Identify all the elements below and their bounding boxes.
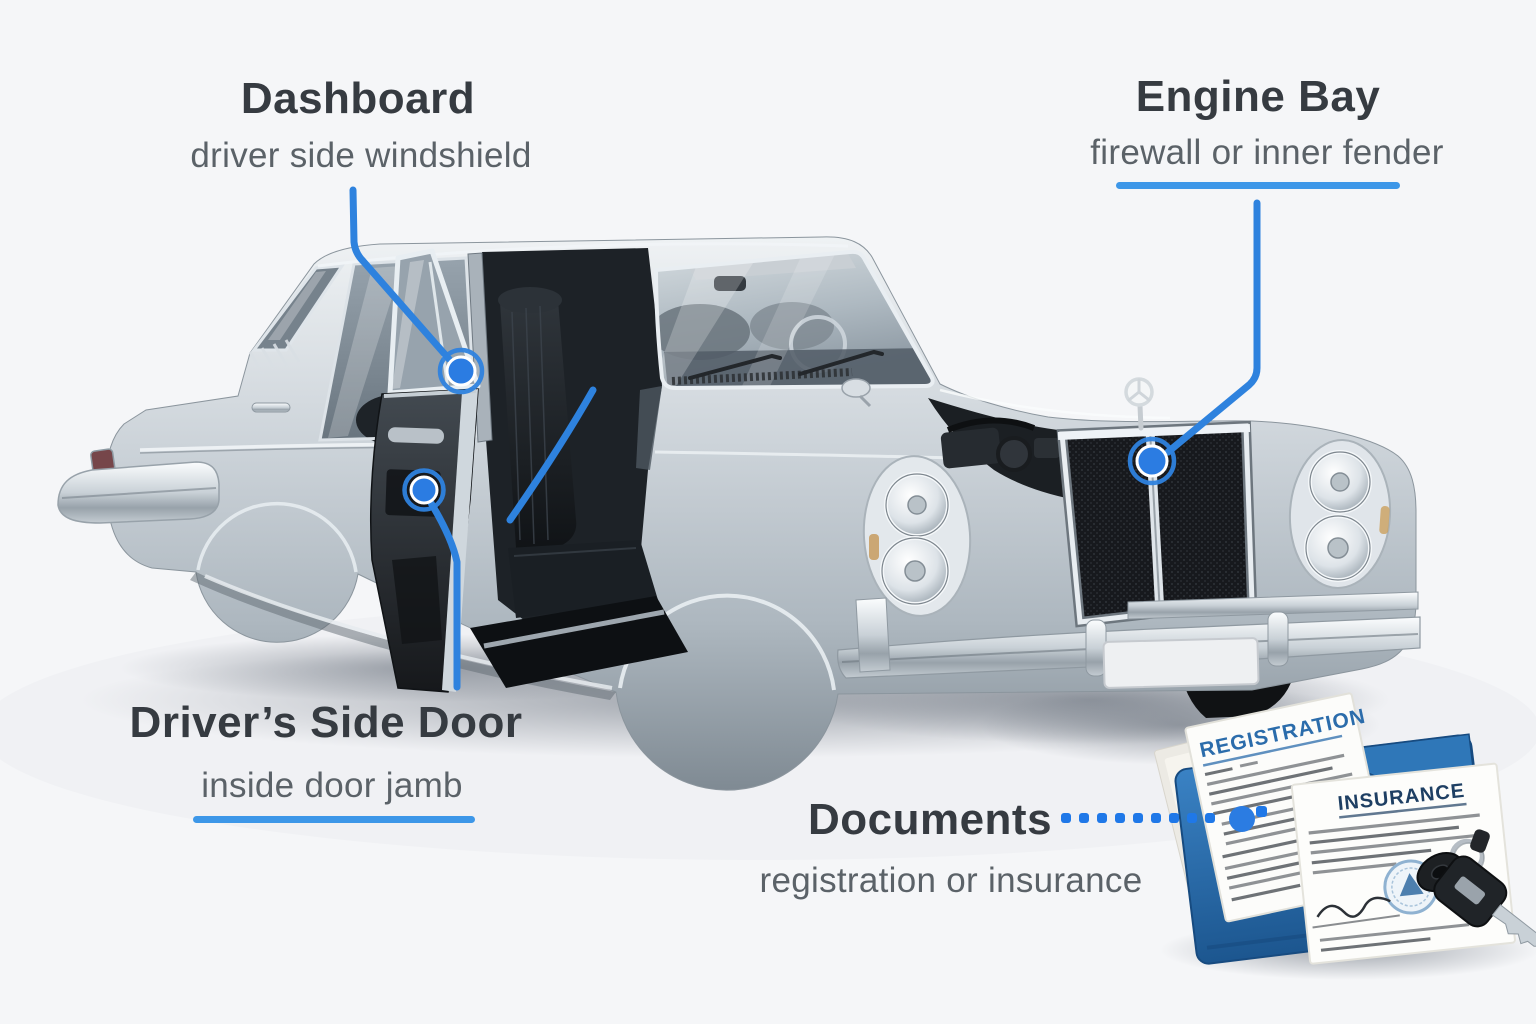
turn-signal-right [1379,506,1390,535]
rear-arch-trim [196,501,358,573]
bumper-guard-right [1267,611,1289,667]
sun-visors [686,251,856,280]
car-keys [1416,829,1536,947]
car-illustration [57,236,1421,791]
door-jamb-marker [402,468,446,512]
rearview-mirror [714,276,746,291]
windshield-trim [653,249,935,391]
engine-hose [946,417,1036,433]
documents-marker-dot [1229,806,1255,832]
vent-window-divider [428,261,450,390]
headlight-left [862,455,972,617]
door-connector-line [427,499,461,691]
sill-chrome [483,609,665,649]
rear-details [57,402,291,524]
signature-line [1312,914,1400,929]
engine-connector-line [1164,199,1261,456]
front-bumper [837,591,1421,689]
documents-dotted-line [1061,806,1267,823]
door-label-underline [193,816,475,823]
callout-graphics [193,182,1400,832]
signature [1316,896,1391,918]
headlight-right [1288,439,1392,589]
key-fob-strap [1470,829,1490,853]
cowl-and-wipers [671,349,884,385]
door-armrest [387,427,444,444]
rocker-shade [190,572,616,700]
grille-header [1057,424,1251,440]
side-mirror [841,378,872,408]
insurance-text-lines [1308,813,1480,952]
roof-trim [317,242,849,268]
engine-air-box [940,427,1002,469]
turn-signal-left [869,534,879,560]
door-jamb-edge [442,389,478,692]
key-blade [1491,904,1536,947]
mercedes-star-icon [1124,377,1154,431]
key-main [1433,855,1536,947]
dashboard-marker [437,347,485,395]
license-plate [1102,637,1260,689]
rear-window [250,264,345,352]
windshield-pointer-line [506,386,597,524]
wiper-left [688,353,782,380]
engine-label-underline [1116,182,1400,189]
dashboard-connector-line [349,186,453,363]
door-opening-interior [470,248,688,688]
windshield [653,249,935,391]
c-pillar-vents [248,339,301,375]
grille [1056,420,1258,628]
front-seat-back [500,292,577,551]
front-seat-cushion [508,540,658,618]
wiper-right [798,349,884,376]
bumper-guard-left [855,597,891,673]
rear-door-handle [251,402,291,413]
documents-illustration: REGISTRATION INSURANCE [1154,692,1536,965]
engine-filter [996,436,1032,472]
engine-bay-marker [1127,436,1177,486]
